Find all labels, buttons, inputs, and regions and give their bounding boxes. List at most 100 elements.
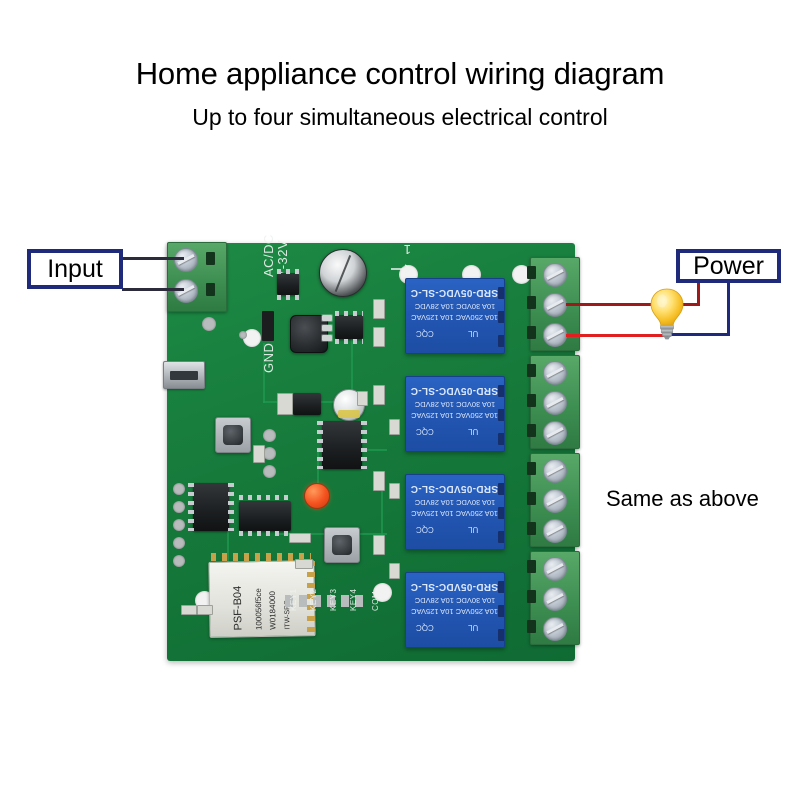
smd-pad xyxy=(322,335,332,341)
relay-4: SRD-05VDC-SL-C 10A 30VDC 10A 28VDC 10A 2… xyxy=(405,572,505,648)
smd-ic xyxy=(293,393,321,415)
smd-component xyxy=(389,419,400,435)
output-terminal-block-3[interactable] xyxy=(527,453,580,547)
relay-pin xyxy=(498,605,504,617)
page-subtitle: Up to four simultaneous electrical contr… xyxy=(192,104,608,130)
smd-component xyxy=(373,471,385,491)
silk-channel-marker: 1 xyxy=(403,242,411,257)
ceramic-capacitor xyxy=(333,389,365,421)
terminal-screw[interactable] xyxy=(543,459,567,483)
relay-model: SRD-05VDC-SL-C xyxy=(410,287,498,298)
relay-pin xyxy=(498,531,504,543)
tact-button[interactable] xyxy=(324,527,360,563)
silk-key1: KEY1 xyxy=(289,588,298,611)
key-header-pins[interactable] xyxy=(285,595,367,607)
terminal-screw[interactable] xyxy=(543,519,567,543)
relay-pin xyxy=(498,507,504,519)
relay-pin xyxy=(498,629,504,641)
terminal-screw[interactable] xyxy=(543,557,567,581)
relay-cqc-mark: CQC xyxy=(416,623,434,632)
solder-pad xyxy=(239,331,247,339)
solder-pad xyxy=(263,429,276,442)
ic-legs xyxy=(239,531,291,536)
callout-power[interactable]: Power xyxy=(676,249,781,283)
solder-pad xyxy=(173,483,185,495)
smd-component xyxy=(289,533,311,543)
relay-pin xyxy=(498,483,504,495)
arrow-marker-icon xyxy=(391,264,413,274)
relay-pin xyxy=(498,287,504,299)
relay-1: SRD-05VDC-SL-C 10A 30VDC 10A 28VDC 10A 2… xyxy=(405,278,505,354)
smd-component xyxy=(277,393,293,415)
ic-legs xyxy=(335,339,363,344)
terminal-screw[interactable] xyxy=(543,263,567,287)
smd-component xyxy=(373,327,385,347)
relay-model: SRD-05VDC-SL-C xyxy=(410,581,498,592)
terminal-screw[interactable] xyxy=(174,279,198,303)
solder-pad xyxy=(263,447,276,460)
terminal-screw[interactable] xyxy=(543,421,567,445)
smd-component xyxy=(373,385,385,405)
smd-pad xyxy=(322,315,332,321)
ic-legs xyxy=(361,421,367,469)
power-return-horizontal xyxy=(668,333,730,336)
input-terminal-block[interactable] xyxy=(167,242,227,312)
smd-pad xyxy=(322,325,332,331)
ic-legs xyxy=(277,269,299,274)
relay-3: SRD-05VDC-SL-C 10A 30VDC 10A 28VDC 10A 2… xyxy=(405,474,505,550)
relay-pin xyxy=(498,311,504,323)
relay-rating-line-1: 10A 250VAC 10A 125VAC xyxy=(411,411,498,420)
relay-cqc-mark: CQC xyxy=(416,525,434,534)
terminal-screw[interactable] xyxy=(543,489,567,513)
output-terminal-block-2[interactable] xyxy=(527,355,580,449)
pcb-trace xyxy=(381,473,383,543)
power-wire-vertical xyxy=(697,281,700,305)
output-terminal-block-4[interactable] xyxy=(527,551,580,645)
terminal-wire-slot xyxy=(527,266,536,279)
terminal-wire-slot xyxy=(527,394,536,407)
terminal-screw[interactable] xyxy=(543,293,567,317)
relay-pin xyxy=(498,409,504,421)
micro-usb-port[interactable] xyxy=(163,361,205,389)
relay-model: SRD-05VDC-SL-C xyxy=(410,385,498,396)
terminal-screw[interactable] xyxy=(543,617,567,641)
relay-rating-line-2: 10A 30VDC 10A 28VDC xyxy=(414,498,496,507)
silk-key4: KEY4 xyxy=(349,588,358,611)
relay-pin xyxy=(498,385,504,397)
terminal-wire-slot xyxy=(527,296,536,309)
pcb-trace xyxy=(351,339,353,403)
relay-ul-mark: UL xyxy=(468,427,479,436)
solder-pad xyxy=(173,555,185,567)
relay-rating-line-1: 10A 250VAC 10A 125VAC xyxy=(411,313,498,322)
module-serial-1: 100056f5ce xyxy=(253,588,264,631)
relay-rating-line-2: 10A 30VDC 10A 28VDC xyxy=(414,302,496,311)
silk-acdc: AC/DC xyxy=(261,234,276,277)
terminal-screw[interactable] xyxy=(543,587,567,611)
solder-pad xyxy=(173,501,185,513)
terminal-screw[interactable] xyxy=(543,323,567,347)
electrolytic-capacitor xyxy=(319,249,367,297)
tact-button[interactable] xyxy=(215,417,251,453)
mounting-hole xyxy=(512,265,531,284)
callout-input[interactable]: Input xyxy=(27,249,123,289)
smd-ic xyxy=(335,315,363,339)
terminal-screw[interactable] xyxy=(543,391,567,415)
input-leader-line-top xyxy=(122,257,184,260)
terminal-wire-slot xyxy=(527,522,536,535)
relay-ul-mark: UL xyxy=(468,329,479,338)
terminal-wire-slot xyxy=(527,462,536,475)
terminal-wire-slot xyxy=(206,283,215,296)
mcu-ic xyxy=(239,501,291,531)
solder-pad xyxy=(173,519,185,531)
ic-legs xyxy=(277,295,299,300)
solder-pad xyxy=(263,465,276,478)
relay-rating-line-1: 10A 250VAC 10A 125VAC xyxy=(411,607,498,616)
terminal-screw[interactable] xyxy=(174,248,198,272)
ic-legs xyxy=(317,421,323,469)
relay-model: SRD-05VDC-SL-C xyxy=(410,483,498,494)
terminal-wire-slot xyxy=(527,620,536,633)
relay-2: SRD-05VDC-SL-C 10A 30VDC 10A 28VDC 10A 2… xyxy=(405,376,505,452)
relay-cqc-mark: CQC xyxy=(416,329,434,338)
terminal-screw[interactable] xyxy=(543,361,567,385)
